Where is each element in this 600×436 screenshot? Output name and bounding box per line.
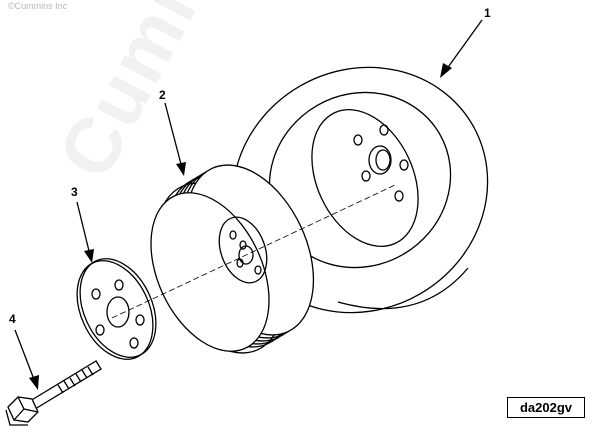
copyright-text: ©Cummins Inc xyxy=(8,1,68,11)
pulley-adapter-plate xyxy=(76,258,157,360)
figure-code: da202gv xyxy=(507,397,585,418)
capscrew xyxy=(5,360,102,426)
callout-3: 3 xyxy=(71,185,78,199)
crankshaft-pulley xyxy=(150,164,315,354)
callout-4: 4 xyxy=(9,312,16,326)
callout-1: 1 xyxy=(484,6,491,20)
leader-arrows xyxy=(14,19,483,383)
callout-2: 2 xyxy=(159,88,166,102)
